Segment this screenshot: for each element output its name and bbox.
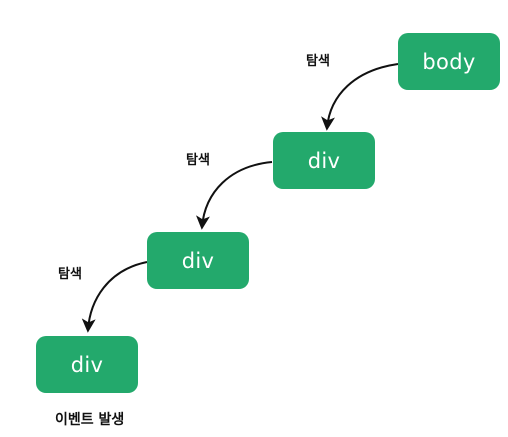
node-div-3: div: [36, 336, 138, 393]
edge-arrow-div-to-div-bottom: [81, 261, 148, 333]
edge-label-2: 탐색: [186, 153, 210, 168]
edge-arrow-body-to-div: [321, 63, 399, 131]
node-div-1: div: [273, 132, 375, 189]
node-body: body: [398, 33, 500, 90]
edge-label-1: 탐색: [306, 54, 330, 69]
caption-event-fired: 이벤트 발생: [55, 412, 125, 428]
edge-arrow-div-to-div: [195, 161, 273, 230]
node-div-2: div: [147, 232, 249, 289]
edge-label-3: 탐색: [58, 267, 82, 282]
